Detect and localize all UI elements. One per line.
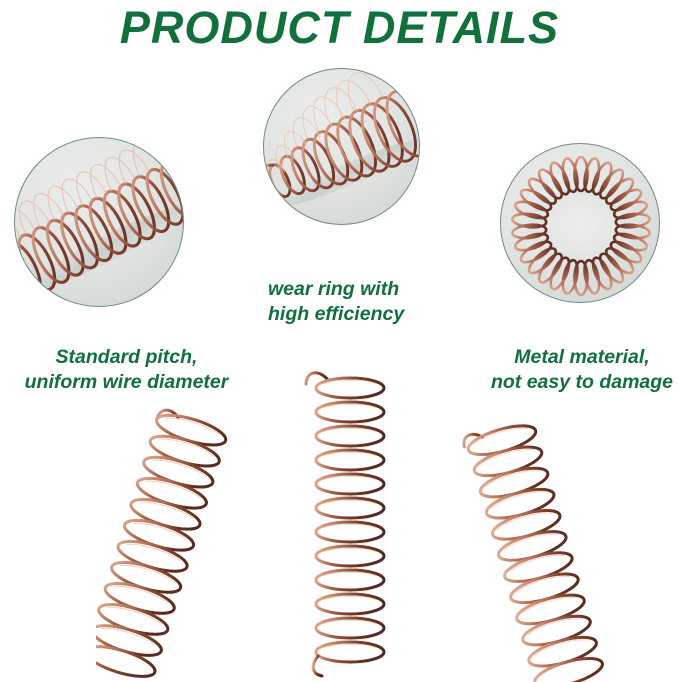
product-photo-right	[452, 408, 612, 682]
feature-inset-image-1	[14, 137, 184, 307]
coil-spring-tilted-left-illustration	[462, 424, 604, 682]
page-title: PRODUCT DETAILS	[119, 2, 560, 53]
coil-spring-tilted-right-illustration	[96, 408, 228, 678]
feature-caption-1: Standard pitch, uniform wire diameter	[24, 346, 229, 393]
coil-spring-vertical-illustration	[304, 371, 386, 678]
conical-spring-illustration	[264, 72, 419, 206]
feature-caption-3: Metal material, not easy to damage	[490, 346, 674, 393]
product-photo-center	[288, 356, 418, 682]
feature-inset-image-3	[500, 143, 660, 303]
feature-caption-2: wear ring with high efficiency	[268, 278, 405, 325]
coil-spring-diagonal-illustration	[15, 142, 183, 299]
product-photo-left	[96, 402, 266, 682]
spring-ring-end-view-illustration	[511, 155, 651, 297]
feature-inset-image-2	[263, 68, 420, 225]
